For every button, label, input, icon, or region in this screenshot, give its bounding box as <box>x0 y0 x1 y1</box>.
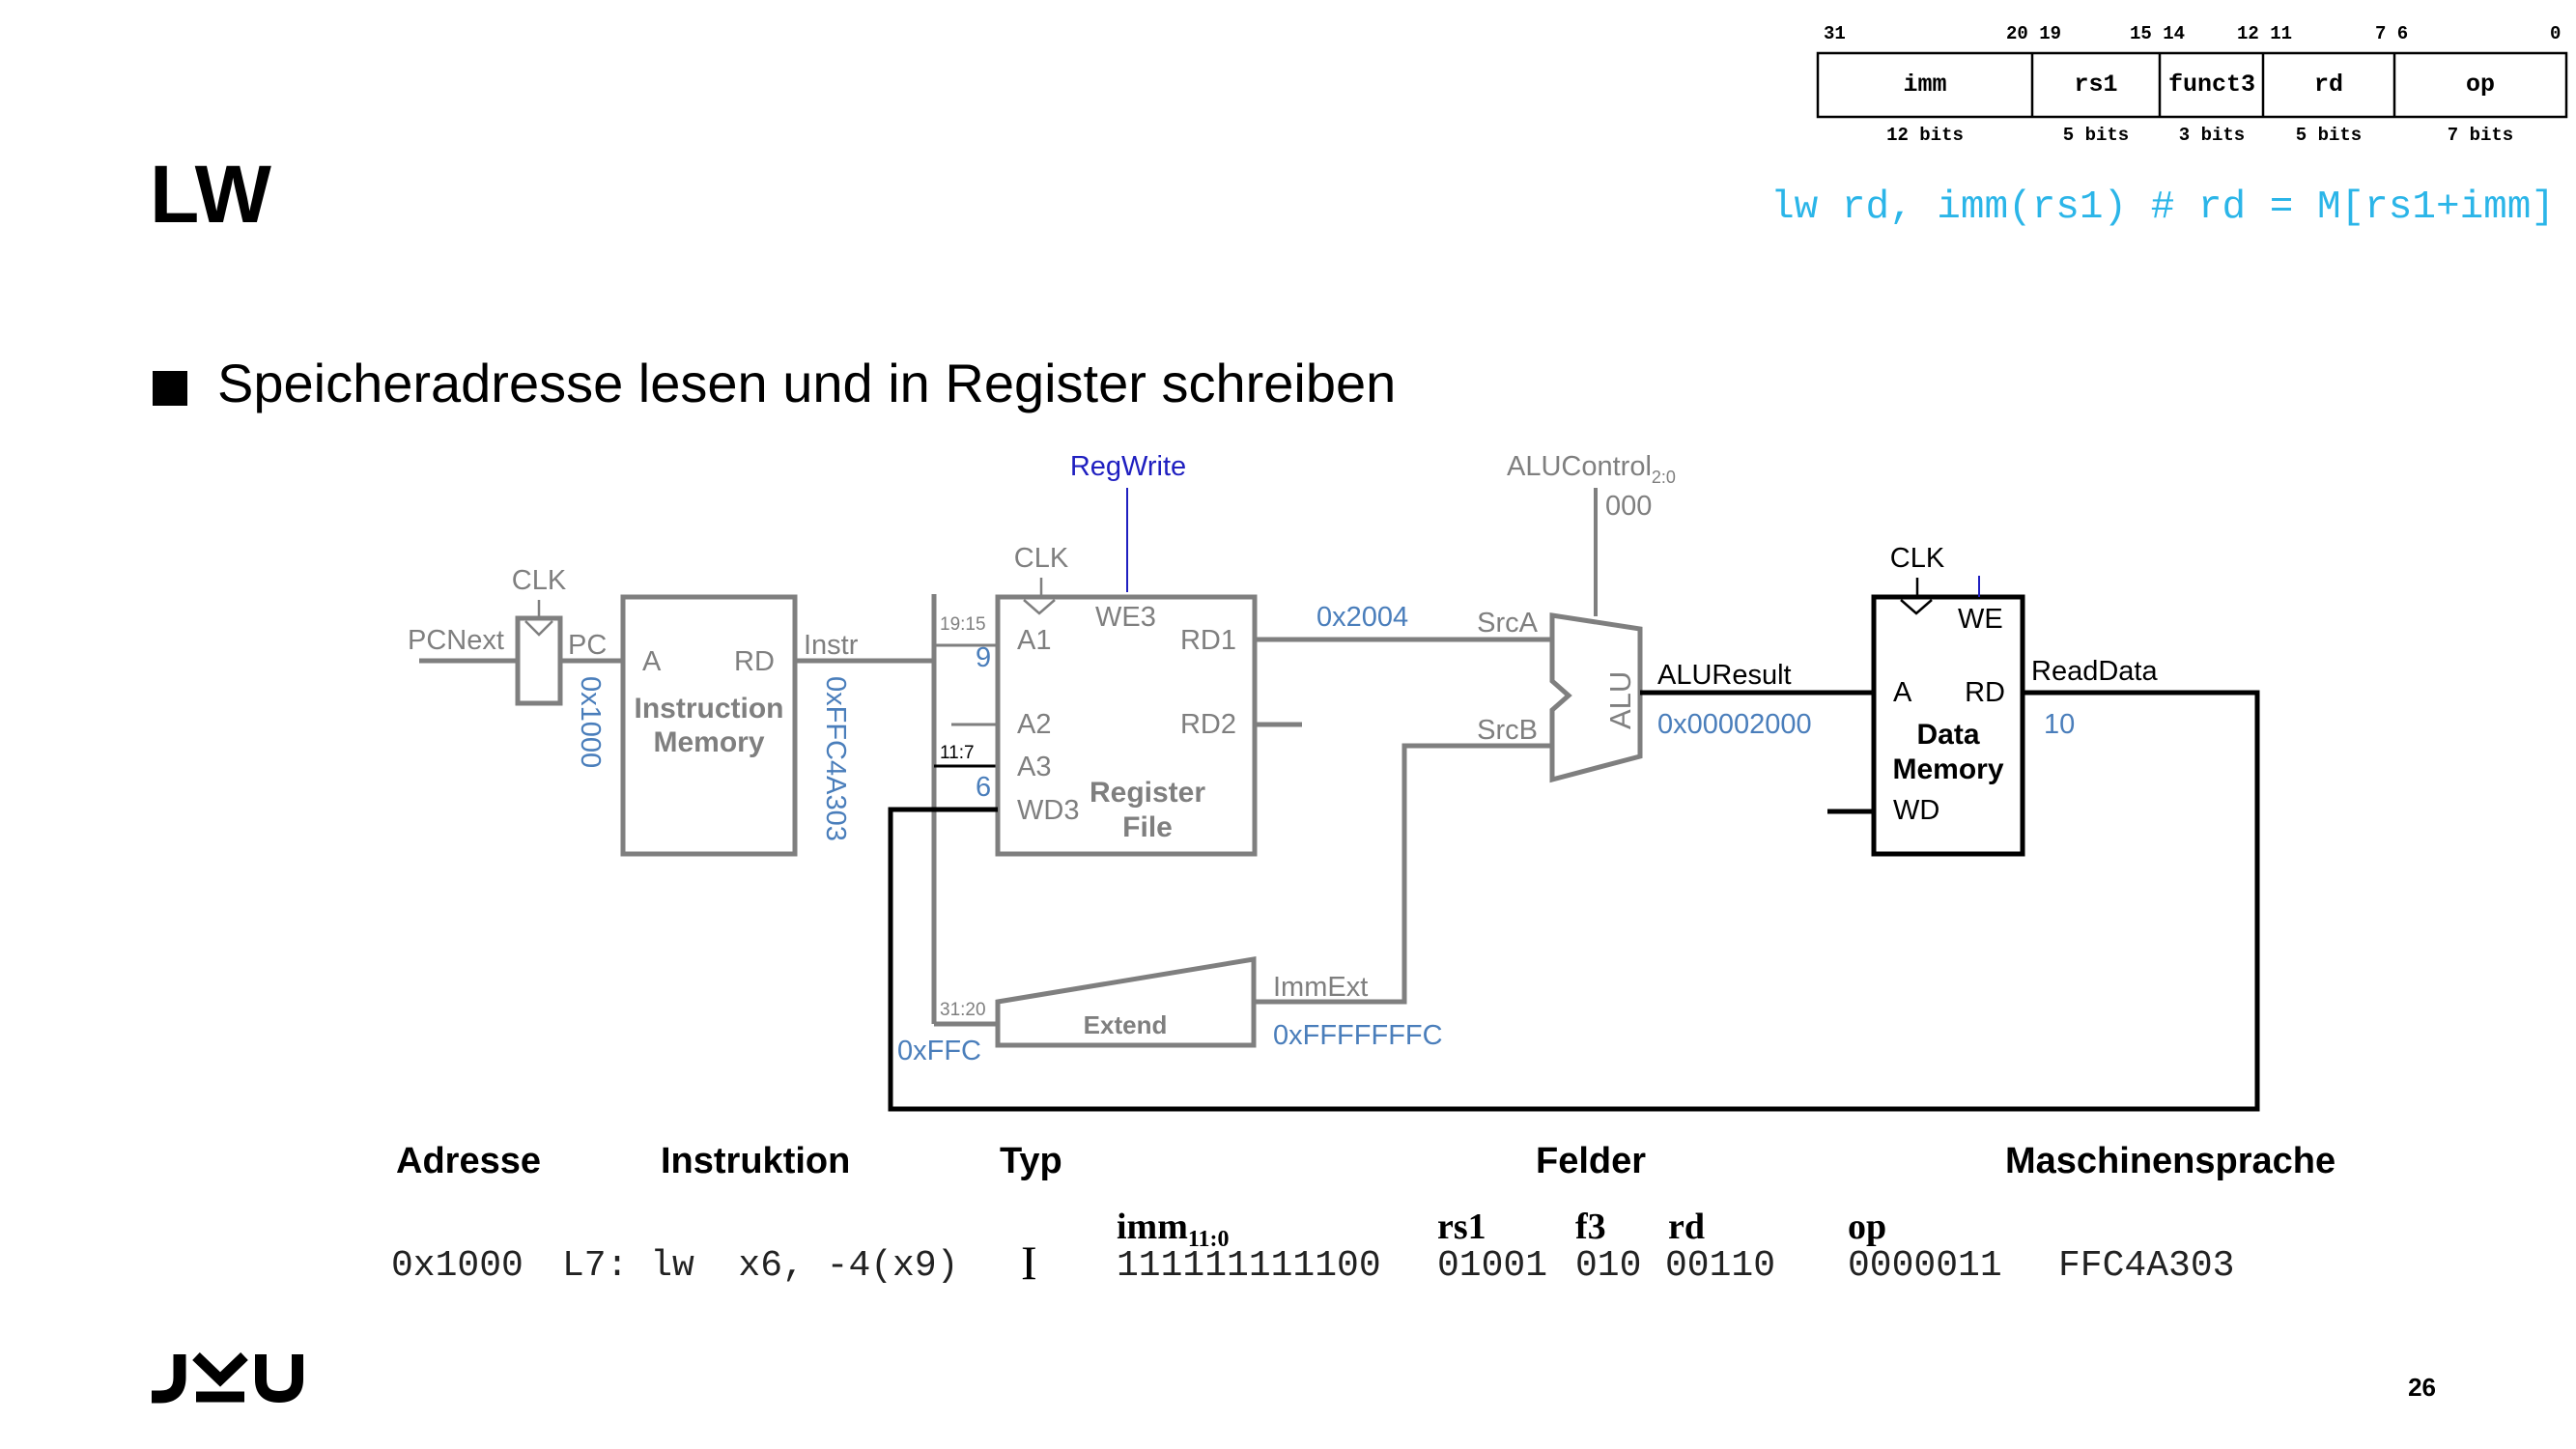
format-field-op: op <box>2466 71 2495 99</box>
bit-pos-31: 31 <box>1824 23 1846 44</box>
header-felder: Felder <box>1536 1141 1646 1181</box>
rd2-label: RD2 <box>1180 709 1236 740</box>
aluresult-label: ALUResult <box>1657 660 1792 691</box>
syntax-line: lw rd, imm(rs1) # rd = M[rs1+imm] <box>1770 185 2555 230</box>
rf-title-1: Register <box>1090 777 1205 809</box>
format-box <box>1816 51 2568 119</box>
format-size-rd: 5 bits <box>2296 125 2362 146</box>
imem-title-1: Instruction <box>635 693 784 724</box>
bit-pos-15-14: 15 14 <box>2130 23 2185 44</box>
regwrite-label: RegWrite <box>1070 451 1186 482</box>
srcb-label: SrcB <box>1477 715 1538 746</box>
instr-value: 0xFFC4A303 <box>820 676 851 841</box>
a1-value: 9 <box>976 642 991 673</box>
a1-label: A1 <box>1017 625 1051 656</box>
row-instruction: L7: lw x6, -4(x9) <box>562 1245 958 1287</box>
immext-label: ImmExt <box>1273 972 1368 1003</box>
field-label-op: op <box>1848 1207 1886 1247</box>
field-label-rd: rd <box>1668 1207 1705 1247</box>
page-number: 26 <box>2408 1373 2436 1402</box>
pc-value: 0x1000 <box>575 676 606 768</box>
we3-label: WE3 <box>1095 602 1156 633</box>
bullet-text: Speicheradresse lesen und in Register sc… <box>217 353 1396 413</box>
bits-11-7: 11:7 <box>940 743 975 763</box>
rf-title-2: File <box>1122 811 1173 843</box>
format-field-imm: imm <box>1903 71 1946 99</box>
row-f3: 010 <box>1575 1245 1641 1287</box>
rf-clk-label: CLK <box>1014 543 1069 574</box>
dmem-clk-label: CLK <box>1890 543 1945 574</box>
readdata-wire <box>888 690 2260 1112</box>
extend-label: Extend <box>1084 1010 1168 1039</box>
a3-label: A3 <box>1017 752 1051 782</box>
dmem-title-1: Data <box>1916 719 1979 751</box>
datapath-diagram: RegWrite ALUControl2:0 000 CLK PCNext PC… <box>408 451 2260 1112</box>
row-rd: 00110 <box>1665 1245 1775 1287</box>
imm-value: 0xFFC <box>897 1036 981 1066</box>
format-field-rs1: rs1 <box>2074 71 2117 99</box>
bit-pos-0: 0 <box>2550 23 2561 44</box>
dmem-title-2: Memory <box>1892 753 2003 785</box>
srca-label: SrcA <box>1477 608 1539 639</box>
field-label-f3: f3 <box>1575 1207 1606 1247</box>
header-maschinensprache: Maschinensprache <box>2005 1141 2335 1181</box>
row-type: I <box>1021 1236 1037 1290</box>
bit-pos-7-6: 7 6 <box>2375 23 2408 44</box>
row-address: 0x1000 <box>391 1245 524 1287</box>
a2-label: A2 <box>1017 709 1051 740</box>
encoding-table: Adresse Instruktion Typ Felder Maschinen… <box>391 1141 2335 1290</box>
pc-label: PC <box>568 630 607 661</box>
rd1-label: RD1 <box>1180 625 1236 656</box>
format-field-rd: rd <box>2314 71 2343 99</box>
field-label-imm: imm11:0 <box>1117 1207 1230 1252</box>
row-machine: FFC4A303 <box>2058 1245 2234 1287</box>
imem-a-label: A <box>642 646 662 677</box>
jku-logo <box>152 1352 303 1404</box>
readdata-value: 10 <box>2044 709 2075 740</box>
row-op: 0000011 <box>1848 1245 2002 1287</box>
header-adresse: Adresse <box>396 1141 541 1181</box>
rd1-value: 0x2004 <box>1316 602 1408 633</box>
bullet-square <box>153 371 187 406</box>
pc-register <box>515 615 563 706</box>
header-typ: Typ <box>1000 1141 1062 1181</box>
bits-19-15: 19:15 <box>940 614 986 635</box>
format-size-funct3: 3 bits <box>2179 125 2245 146</box>
immext-value: 0xFFFFFFFC <box>1273 1020 1443 1051</box>
imem-title-2: Memory <box>653 726 764 758</box>
instruction-memory <box>620 594 798 857</box>
aluresult-value: 0x00002000 <box>1657 709 1812 740</box>
format-size-op: 7 bits <box>2448 125 2513 146</box>
srcb-wire <box>1254 743 1552 1005</box>
row-imm: 111111111100 <box>1117 1245 1381 1287</box>
slide-title: LW <box>150 149 272 240</box>
bit-pos-12-11: 12 11 <box>2237 23 2292 44</box>
format-size-rs1: 5 bits <box>2063 125 2129 146</box>
register-file <box>995 594 1258 857</box>
alucontrol-label: ALUControl2:0 <box>1507 451 1676 487</box>
pcnext-label: PCNext <box>408 625 504 656</box>
imem-rd-label: RD <box>734 646 775 677</box>
row-rs1: 01001 <box>1437 1245 1547 1287</box>
wd3-label: WD3 <box>1017 795 1079 826</box>
dmem-a-label: A <box>1893 677 1912 708</box>
dmem-rd-label: RD <box>1965 677 2005 708</box>
bit-pos-20-19: 20 19 <box>2006 23 2061 44</box>
bits-31-20: 31:20 <box>940 1000 986 1020</box>
alucontrol-value: 000 <box>1605 491 1652 522</box>
data-memory <box>1871 594 2025 857</box>
instr-label: Instr <box>804 630 859 661</box>
header-instruktion: Instruktion <box>661 1141 850 1181</box>
readdata-label: ReadData <box>2031 656 2158 687</box>
instruction-format: 31 20 19 15 14 12 11 7 6 0 imm rs1 funct… <box>1816 23 2568 146</box>
a3-value: 6 <box>976 772 991 803</box>
format-field-funct3: funct3 <box>2168 71 2255 99</box>
format-size-imm: 12 bits <box>1886 125 1964 146</box>
pc-clk-label: CLK <box>512 565 567 596</box>
extend-unit <box>995 956 1257 1048</box>
dmem-wd-label: WD <box>1893 795 1939 826</box>
alu-label: ALU <box>1603 671 1637 729</box>
field-label-rs1: rs1 <box>1437 1207 1486 1247</box>
dmem-we-label: WE <box>1958 604 2003 635</box>
